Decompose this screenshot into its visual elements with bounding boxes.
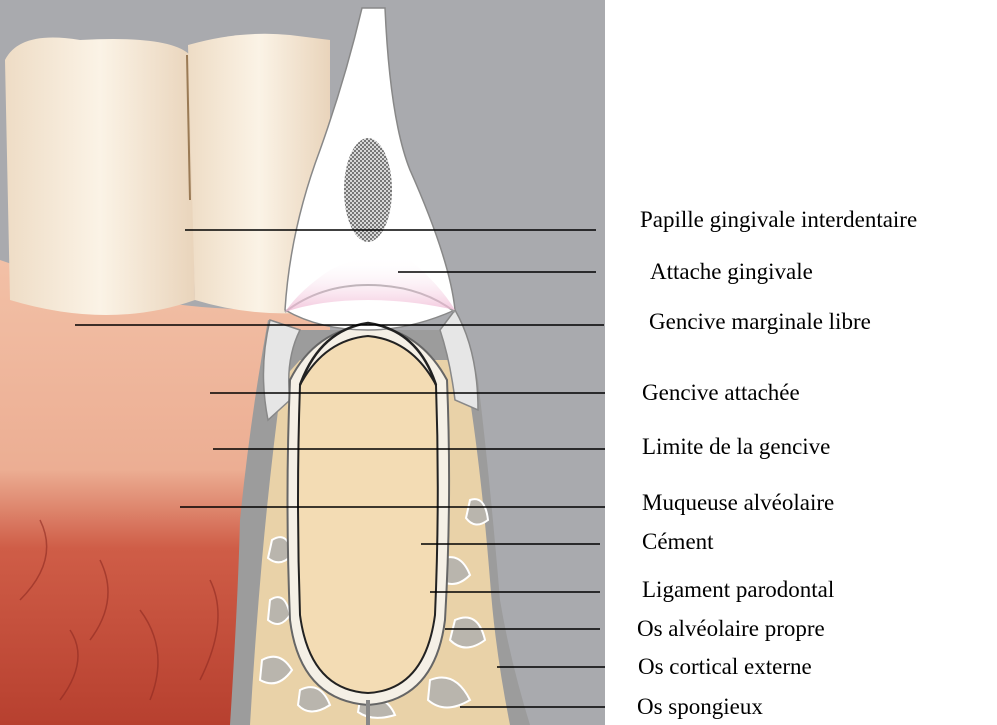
- label-cement: Cément: [642, 530, 714, 553]
- crown-hatched-area: [344, 138, 392, 242]
- central-incisor-photo: [5, 38, 195, 316]
- label-muqueuse-alveolaire: Muqueuse alvéolaire: [642, 491, 834, 514]
- root-dentin: [298, 336, 438, 693]
- label-os-spongieux: Os spongieux: [637, 695, 763, 718]
- label-papille-gingivale-interdentaire: Papille gingivale interdentaire: [640, 208, 917, 231]
- label-gencive-attachee: Gencive attachée: [642, 381, 800, 404]
- label-gencive-marginale-libre: Gencive marginale libre: [649, 310, 871, 333]
- label-os-alveolaire-propre: Os alvéolaire propre: [637, 617, 825, 640]
- label-os-cortical-externe: Os cortical externe: [638, 655, 812, 678]
- label-limite-de-la-gencive: Limite de la gencive: [642, 435, 830, 458]
- label-ligament-parodontal: Ligament parodontal: [642, 578, 834, 601]
- label-attache-gingivale: Attache gingivale: [650, 260, 813, 283]
